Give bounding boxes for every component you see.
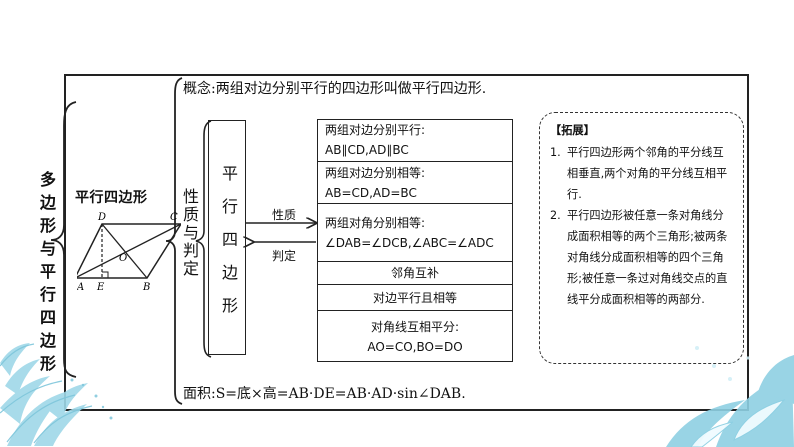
table-row: 邻角互补 bbox=[317, 261, 513, 284]
section-title: 性质与判定 bbox=[183, 187, 200, 278]
point-label: B bbox=[142, 282, 150, 293]
extension-note-box: 【拓展】 1. 平行四边形两个邻角的平分线互相垂直,两个对角的平分线互相平行. … bbox=[539, 112, 744, 364]
area-formula: 面积:S=底×高=AB·DE=AB·AD·sin∠DAB. bbox=[183, 386, 466, 402]
note-number: 2. bbox=[550, 209, 561, 222]
main-title: 多边形与平行四边形 bbox=[39, 170, 56, 373]
point-label: C bbox=[170, 212, 178, 223]
table-line: AB=CD,AD=BC bbox=[325, 185, 417, 200]
concept-line: 概念:两组对边分别平行的四边形叫做平行四边形. bbox=[183, 81, 487, 97]
diagonal-line bbox=[101, 223, 148, 279]
note-text: 平行四边形被任意一条对角线分成面积相等的两个三角形;被两条对角线分成面积相等的四… bbox=[567, 209, 728, 306]
point-label: A bbox=[77, 282, 84, 293]
note-title: 【拓展】 bbox=[550, 124, 595, 137]
table-row: 对边平行且相等 bbox=[317, 284, 513, 310]
subject-title: 平行四边形 bbox=[75, 190, 148, 206]
point-label: D bbox=[97, 212, 106, 223]
table-line: 对边平行且相等 bbox=[372, 290, 457, 305]
outline-frame bbox=[64, 74, 749, 411]
table-row: 两组对角分别相等: ∠DAB=∠DCB,∠ABC=∠ADC bbox=[317, 203, 513, 261]
table-line: 两组对边分别相等: bbox=[325, 165, 426, 180]
table-line: 对角线互相平分: bbox=[370, 319, 460, 334]
point-label: E bbox=[96, 282, 105, 293]
point-label: O bbox=[119, 253, 127, 264]
note-item: 1. 平行四边形两个邻角的平分线互相垂直,两个对角的平分线互相平行. bbox=[550, 142, 733, 205]
table-row: 两组对边分别平行: AB∥CD,AD∥BC bbox=[317, 119, 513, 161]
table-line: ∠DAB=∠DCB,∠ABC=∠ADC bbox=[325, 235, 494, 250]
note-text: 平行四边形两个邻角的平分线互相垂直,两个对角的平分线互相平行. bbox=[567, 146, 728, 201]
right-angle-mark bbox=[102, 271, 109, 278]
table-line: AO=CO,BO=DO bbox=[367, 339, 463, 354]
property-table bbox=[317, 119, 513, 362]
table-line: 两组对角分别相等: bbox=[325, 215, 426, 230]
table-line: 两组对边分别平行: bbox=[325, 123, 426, 137]
forward-arrow-label: 性质 bbox=[272, 208, 297, 222]
note-number: 1. bbox=[550, 146, 561, 159]
note-item: 2. 平行四边形被任意一条对角线分成面积相等的两个三角形;被两条对角线分成面积相… bbox=[550, 205, 733, 310]
table-row: 对角线互相平分: AO=CO,BO=DO bbox=[317, 310, 513, 362]
diagonal-line bbox=[77, 223, 181, 278]
table-line: AB∥CD,AD∥BC bbox=[325, 143, 409, 157]
table-line: 邻角互补 bbox=[390, 266, 439, 280]
backward-arrow-label: 判定 bbox=[272, 249, 297, 263]
vertical-box-title: 平行四边形 bbox=[222, 164, 239, 315]
table-row: 两组对边分别相等: AB=CD,AD=BC bbox=[317, 161, 513, 203]
parallelogram-diagram: D C O A E B bbox=[77, 212, 181, 293]
